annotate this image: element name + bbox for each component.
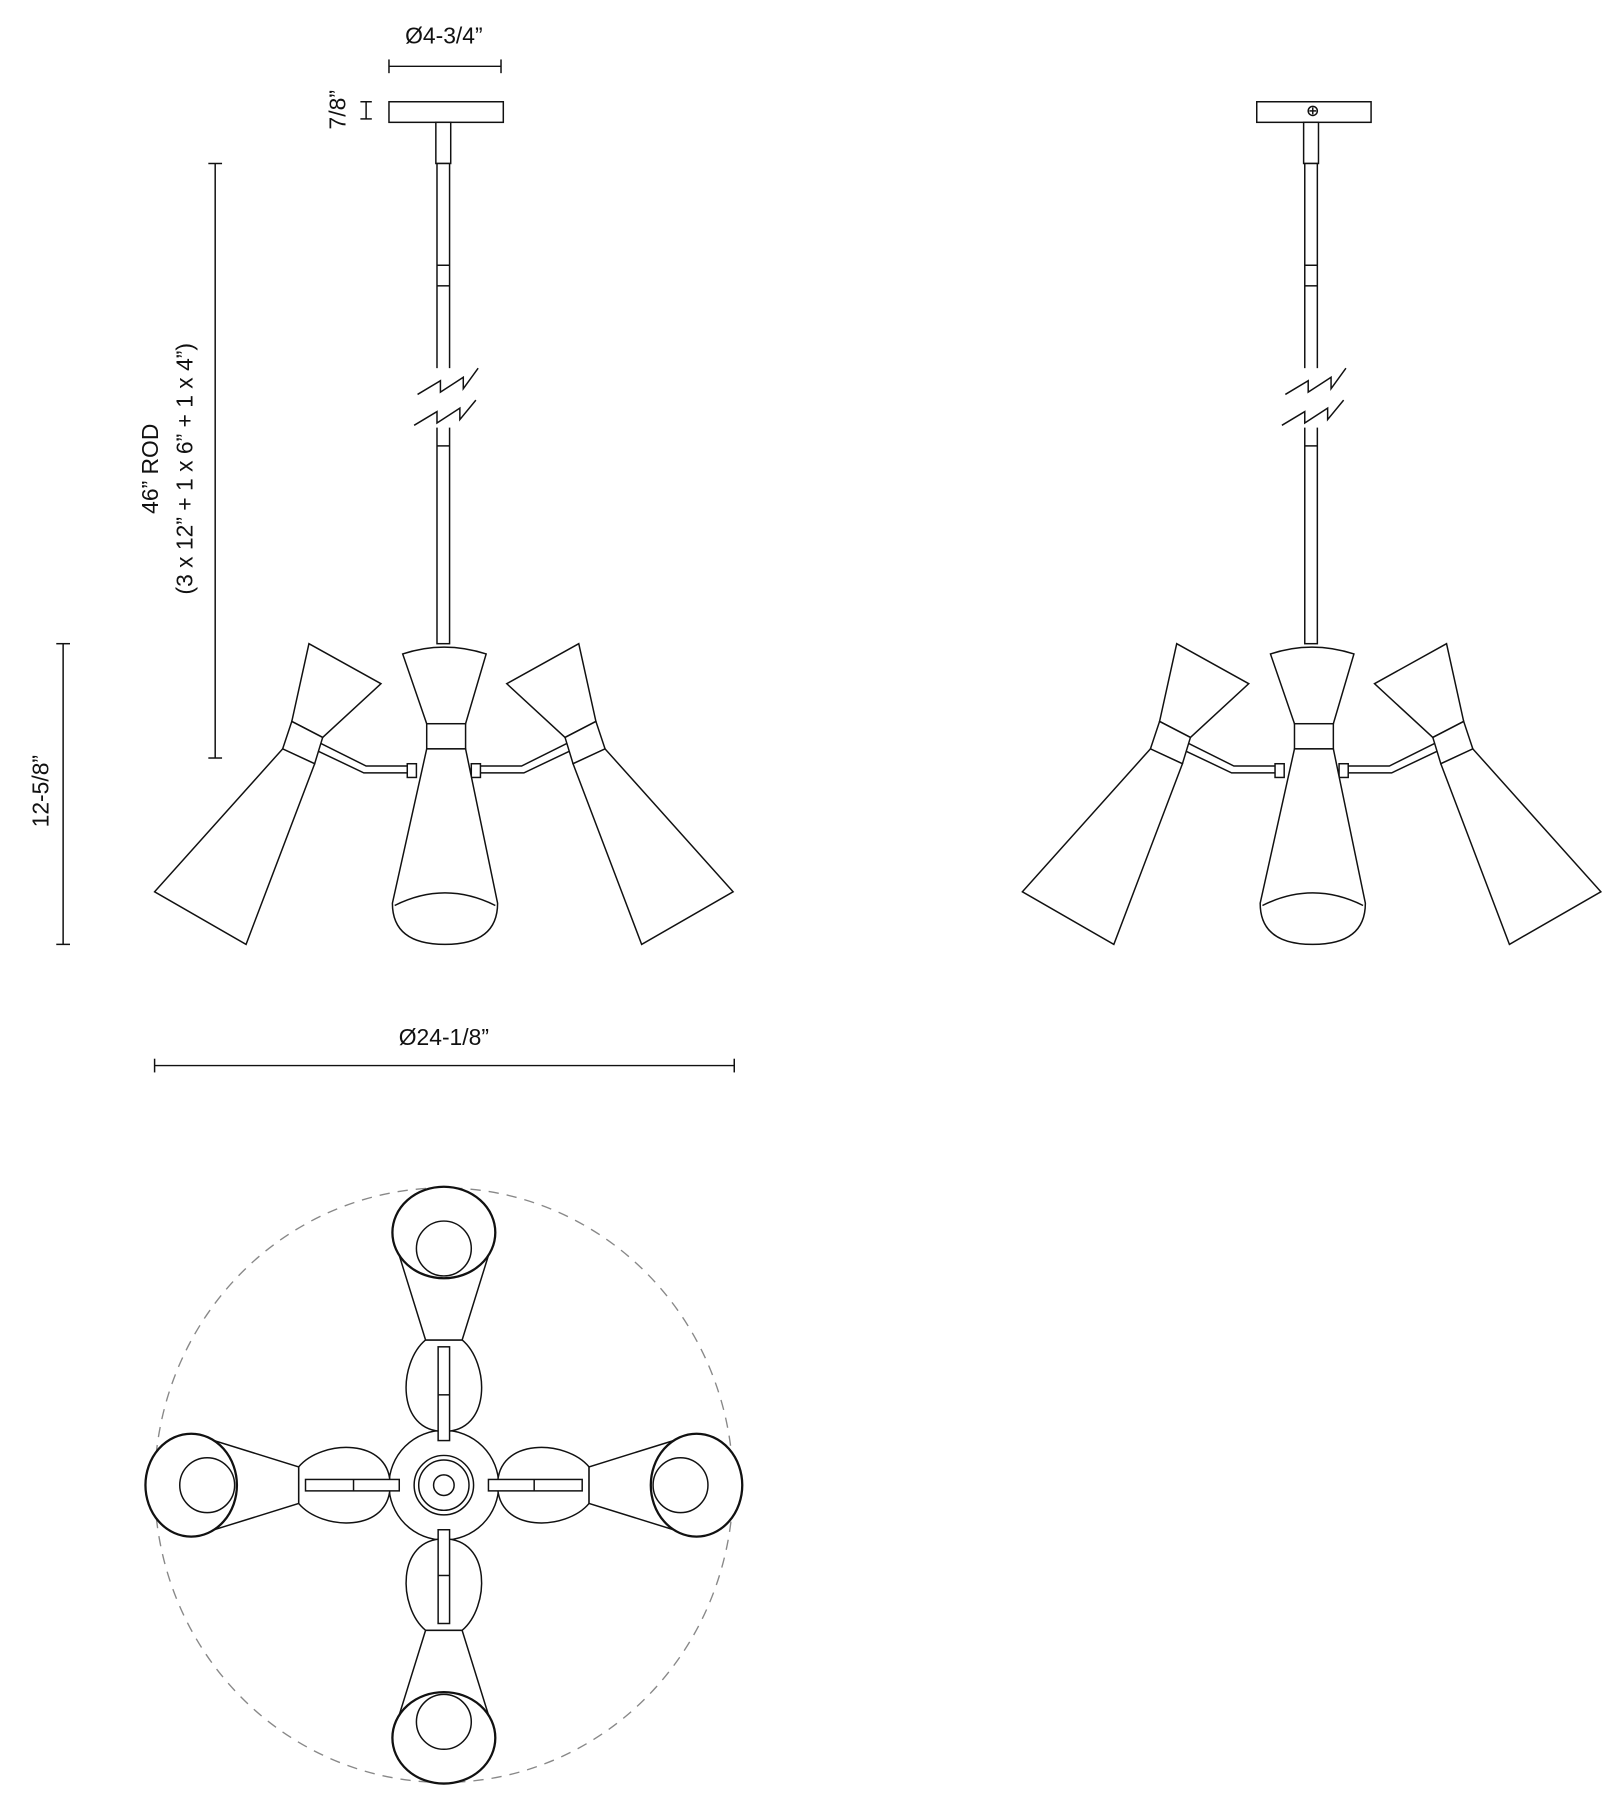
side-view-plain [1021,101,1602,946]
canopy-diameter-dimension: Ø4-3/4” [388,22,502,74]
fixture-height-label: 12-5/8” [27,755,53,827]
canopy-height-dimension: 7/8” [325,90,372,129]
fixture-diameter-label: Ø24-1/8” [399,1024,489,1050]
side-view-dimensioned [153,101,734,946]
canopy-screw-icon [1307,105,1319,117]
rod-breakdown-label: (3 x 12” + 1 x 6” + 1 x 4”) [171,343,197,595]
top-view [144,1185,744,1785]
center-hub [413,1454,475,1516]
canopy-height-label: 7/8” [325,90,351,129]
canopy-diameter-label: Ø4-3/4” [405,22,483,48]
rod-length-dimension: 46” ROD (3 x 12” + 1 x 6” + 1 x 4”) [137,162,223,759]
fixture-diameter-dimension: Ø24-1/8” [153,1024,735,1073]
rod-length-label: 46” ROD [137,424,163,514]
fixture-height-dimension: 12-5/8” [27,642,70,946]
